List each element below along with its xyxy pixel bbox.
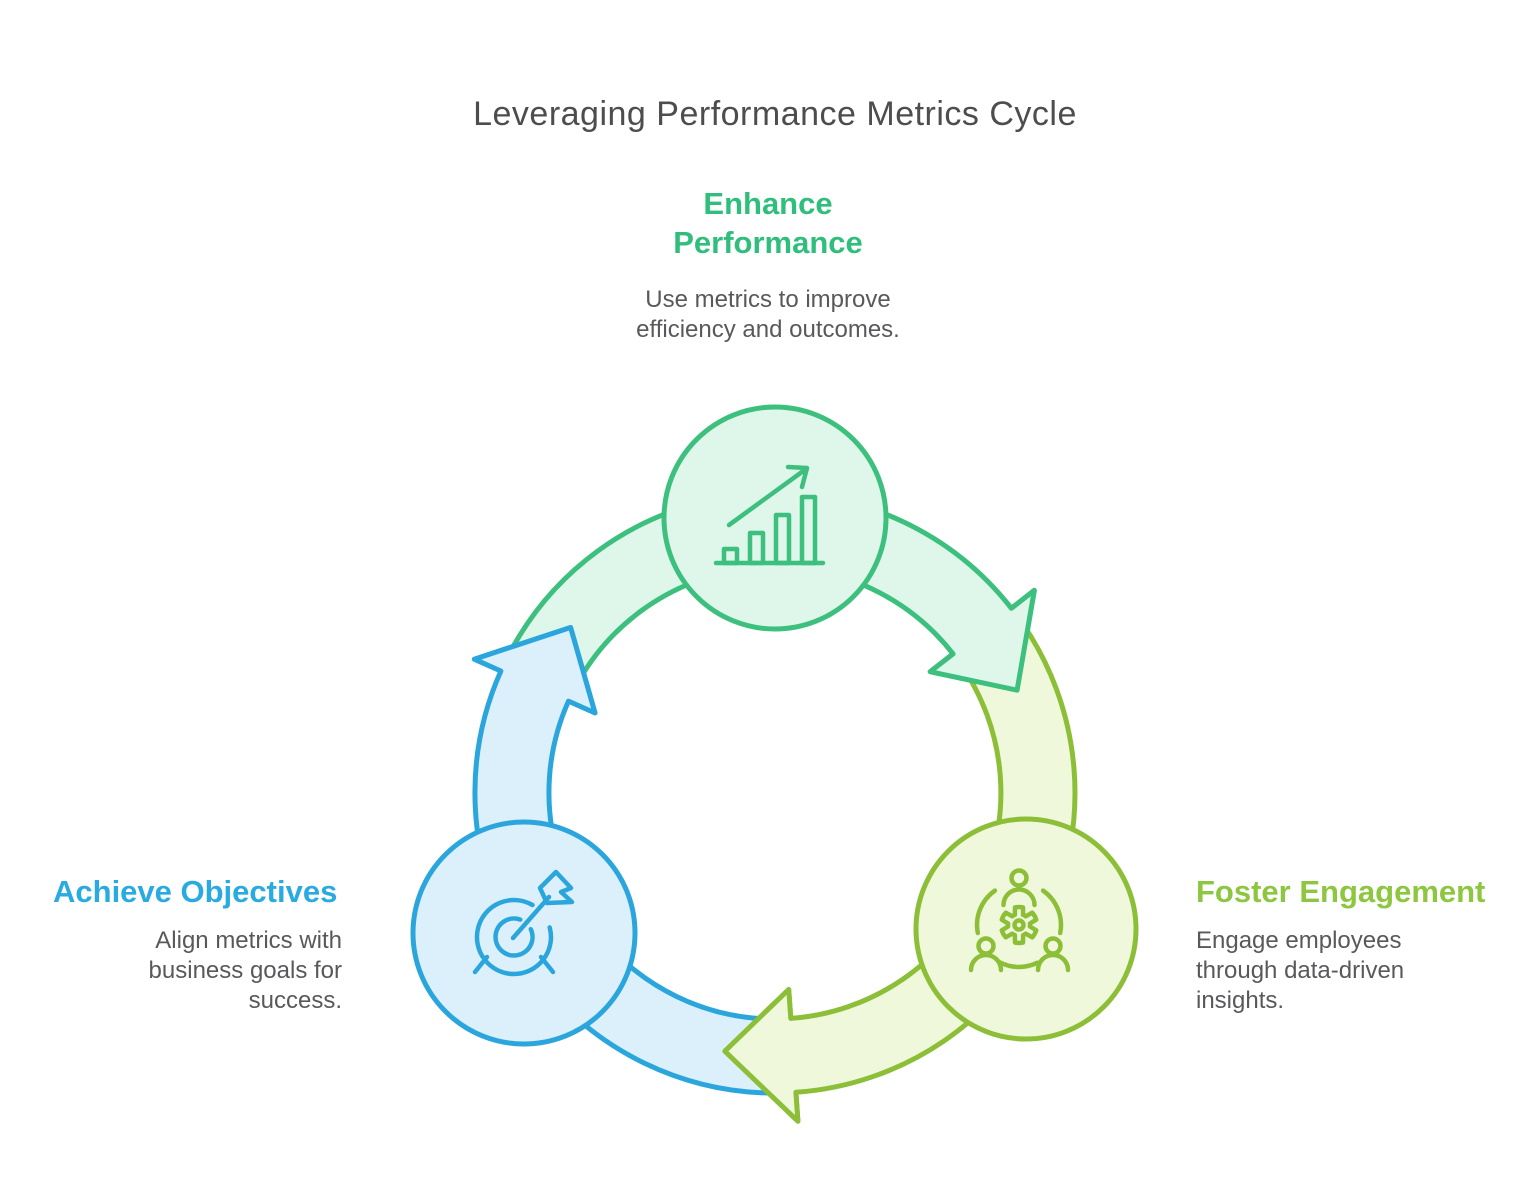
achieve-objectives-description: Align metrics with business goals for su… — [148, 927, 342, 1014]
arrow-foster-to-achieve-head — [724, 989, 798, 1122]
arrow-foster-to-achieve-head-outline — [722, 987, 801, 1124]
cycle-arrow-heads — [471, 587, 1037, 1124]
chart-bar-3 — [773, 512, 792, 566]
dart-shaft — [510, 894, 552, 941]
person-top-head — [1009, 868, 1029, 888]
arrow-achieve-to-enhance-head-outline — [471, 625, 598, 716]
gear-icon — [999, 904, 1039, 946]
node-enhance-performance — [661, 404, 889, 632]
arrow-enhance-to-foster-head-outline — [927, 587, 1037, 693]
person-top-body — [1001, 887, 1037, 908]
target-inner-ring — [493, 916, 535, 958]
person-left-body — [968, 952, 1004, 973]
node-achieve-objectives — [410, 819, 638, 1047]
chart-bar-2 — [747, 530, 766, 566]
team-gear-icon — [968, 868, 1071, 973]
dart-fletching — [537, 869, 575, 906]
foster-engagement-description: Engage employees through data-driven ins… — [1196, 927, 1405, 1014]
enhance-performance-heading: Enhance Performance — [673, 186, 863, 260]
achieve-objectives-heading: Achieve Objectives — [53, 874, 338, 909]
enhance-performance-description: Use metrics to improve efficiency and ou… — [636, 286, 900, 343]
arrow-achieve-to-enhance-head — [474, 627, 595, 713]
connector-arc-right — [1040, 888, 1064, 936]
chart-bar-4 — [799, 494, 818, 566]
target-arrow-icon — [472, 869, 575, 977]
target-outer-ring — [474, 897, 554, 977]
diagram-title: Leveraging Performance Metrics Cycle — [473, 95, 1077, 133]
foster-node-circle — [913, 816, 1139, 1042]
achieve-node-circle — [410, 819, 638, 1047]
arrow-enhance-to-foster-head — [930, 590, 1035, 691]
trend-arrow — [726, 464, 810, 528]
connector-arc-left — [974, 888, 998, 936]
gear-center-dot — [1012, 918, 1026, 932]
foster-engagement-heading: Foster Engagement — [1196, 874, 1486, 909]
bar-chart-icon — [713, 464, 826, 566]
chart-bar-1 — [721, 546, 740, 566]
node-foster-engagement — [913, 816, 1139, 1042]
person-right-body — [1035, 952, 1071, 973]
connector-arc-bottom — [997, 960, 1040, 970]
